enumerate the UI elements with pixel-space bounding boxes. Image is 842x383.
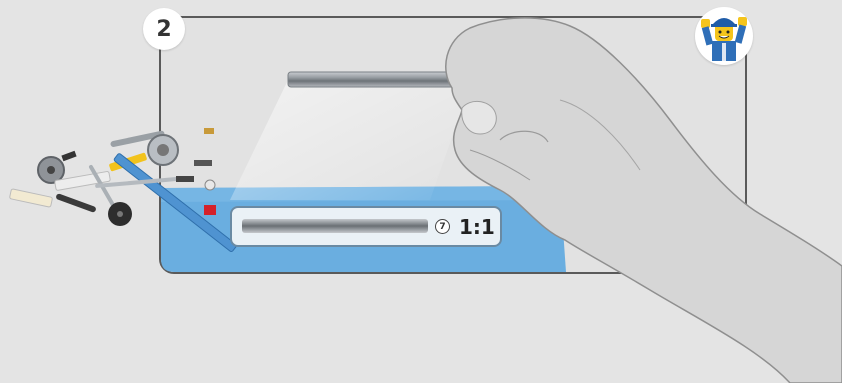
scale-label: 1:1 [459,215,495,239]
rod-length-indicator: 7 [435,219,450,234]
rod-scale-icon [242,219,428,233]
step-number: 2 [156,17,171,42]
length-scale-card: 7 1:1 [230,206,502,247]
step-number-badge: 2 [143,8,185,50]
minifigure-builder-icon [695,7,753,65]
